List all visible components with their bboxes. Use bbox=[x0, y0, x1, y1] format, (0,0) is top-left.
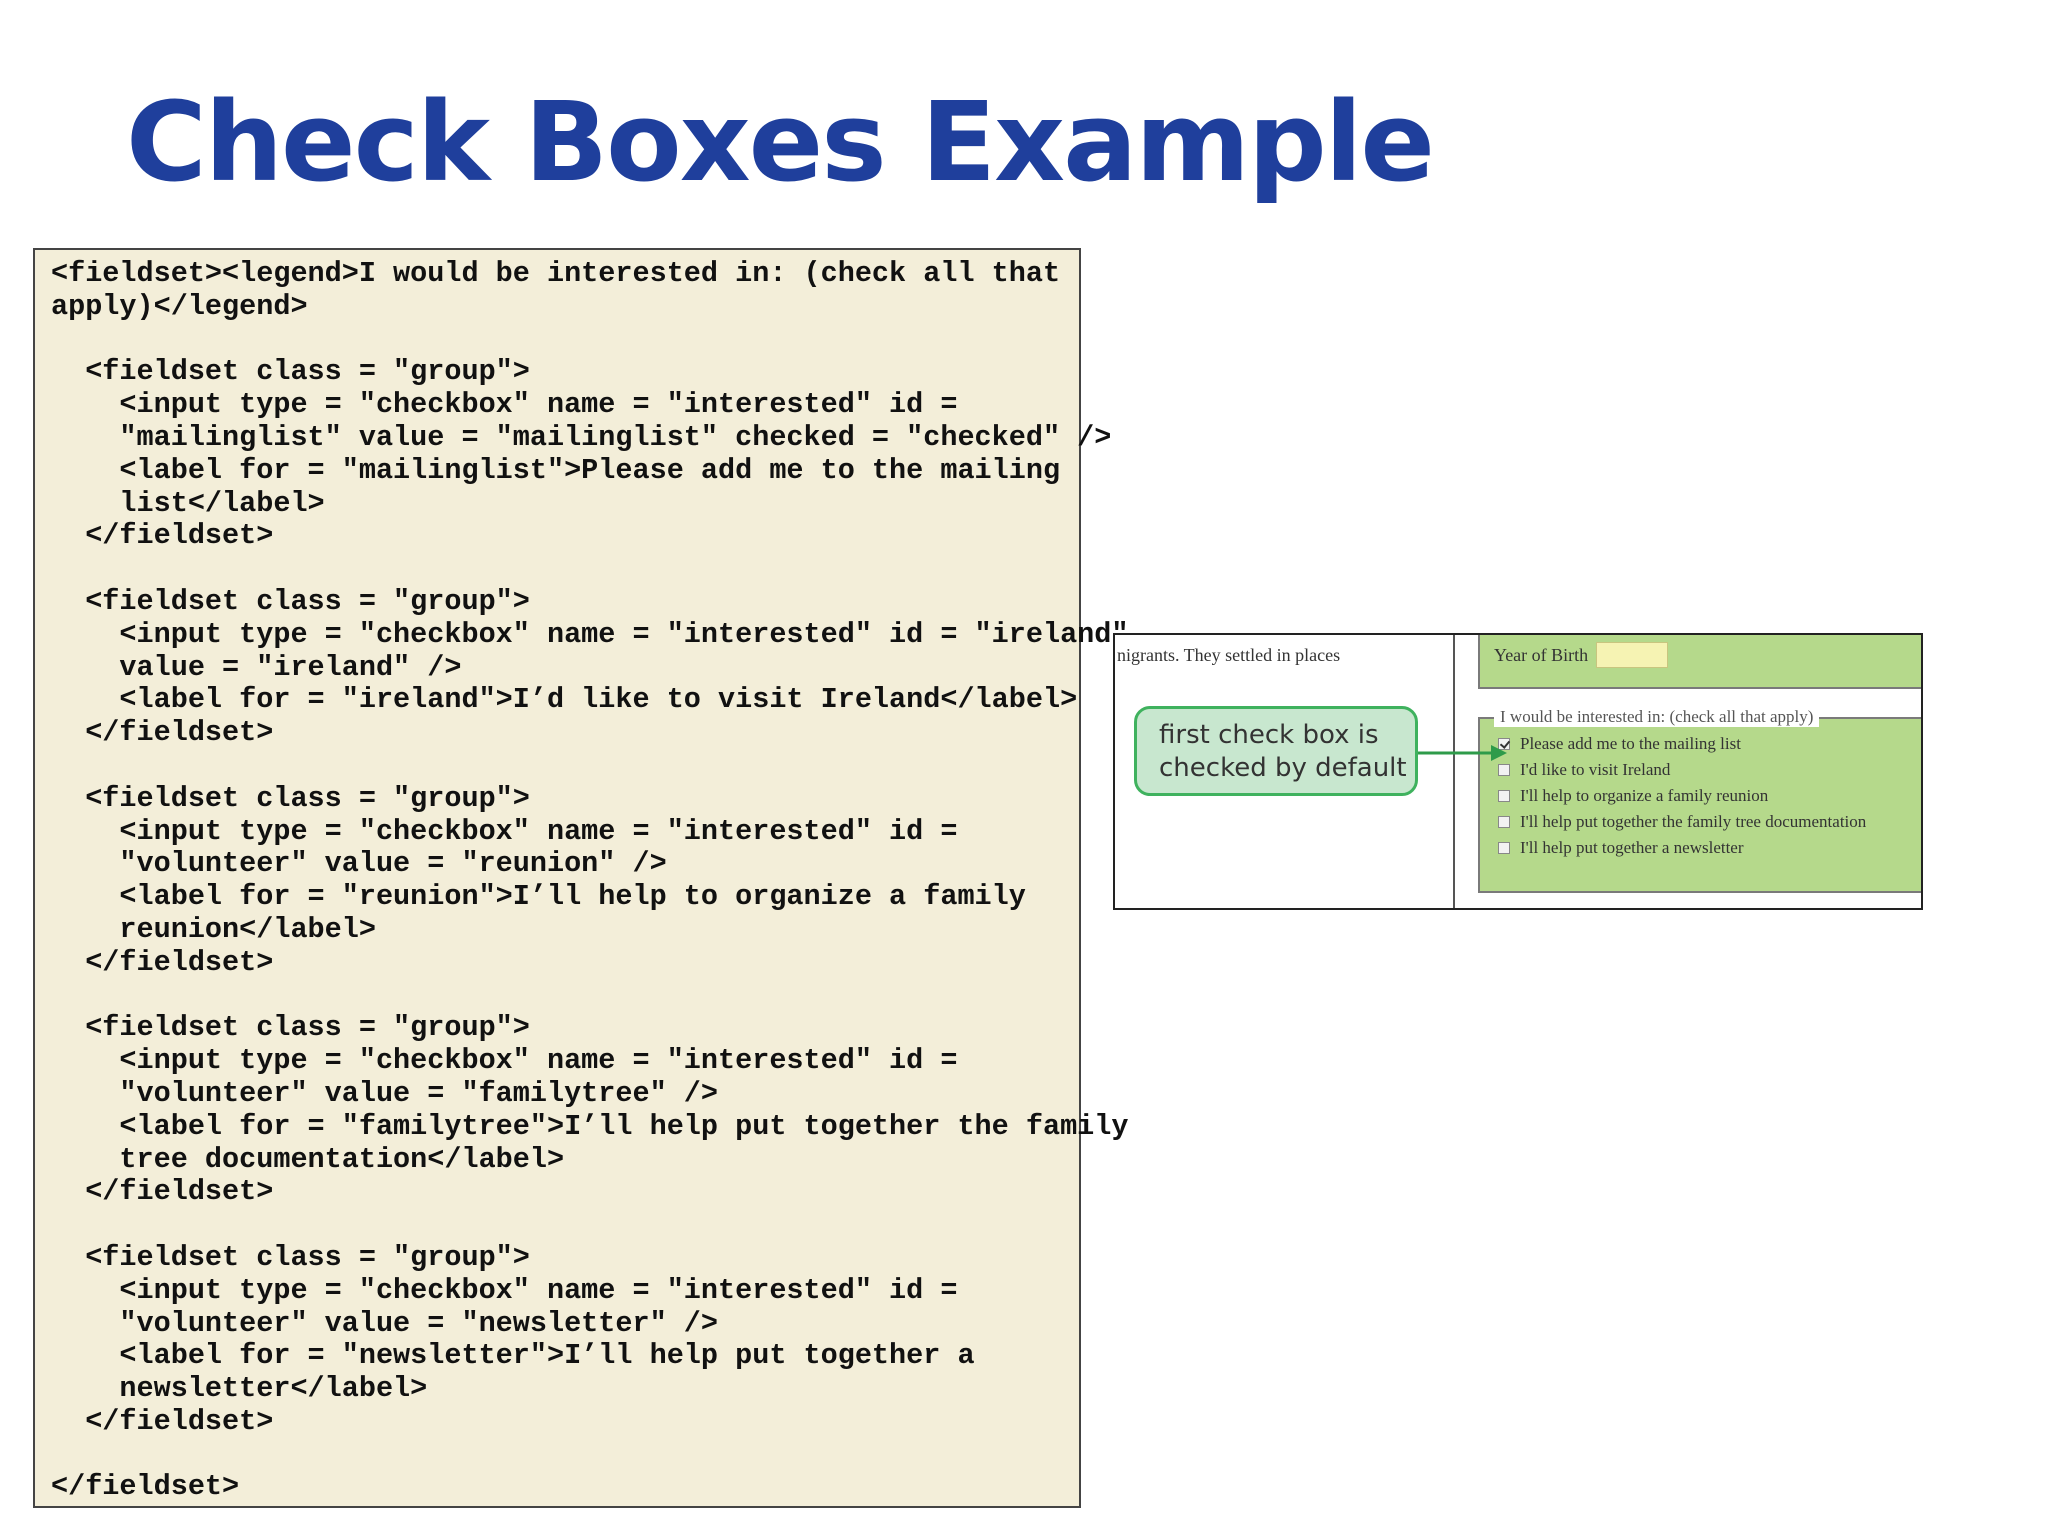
checkbox-label: Please add me to the mailing list bbox=[1520, 734, 1741, 753]
checkbox-label: I'd like to visit Ireland bbox=[1520, 760, 1671, 779]
interests-legend: I would be interested in: (check all tha… bbox=[1494, 707, 1820, 727]
code-line: </fieldset> bbox=[51, 1175, 274, 1209]
code-line: <label for = "newsletter">I’ll help put … bbox=[51, 1339, 975, 1373]
code-line bbox=[51, 324, 1079, 357]
code-line: "mailinglist" value = "mailinglist" chec… bbox=[51, 420, 1112, 454]
code-line bbox=[51, 1439, 1079, 1472]
code-line: apply)</legend> bbox=[51, 289, 308, 323]
checkbox-label: I'll help put together the family tree d… bbox=[1520, 812, 1867, 831]
code-line: <fieldset><legend>I would be interested … bbox=[51, 257, 1061, 290]
code-listing: <fieldset><legend>I would be interested … bbox=[33, 248, 1129, 1508]
code-line: newsletter</label> bbox=[51, 1372, 428, 1406]
code-line: <fieldset class = "group"> bbox=[51, 1240, 530, 1274]
code-line bbox=[51, 553, 1079, 586]
browser-preview: nigrants. They settled in places Year of… bbox=[1113, 633, 1923, 910]
slide-title: Check Boxes Example bbox=[126, 78, 1435, 206]
year-of-birth-label: Year of Birth bbox=[1494, 645, 1589, 665]
preview-year-panel: Year of Birth bbox=[1478, 635, 1921, 689]
checkbox[interactable] bbox=[1498, 764, 1510, 776]
code-line: <fieldset class = "group"> bbox=[51, 1011, 530, 1045]
code-line: <label for = "mailinglist">Please add me… bbox=[51, 453, 1061, 487]
code-line: <input type = "checkbox" name = "interes… bbox=[51, 1044, 958, 1078]
callout-line-2: checked by default bbox=[1159, 753, 1407, 783]
code-line: value = "ireland" /> bbox=[51, 650, 462, 684]
code-line: <fieldset class = "group"> bbox=[51, 781, 530, 815]
interests-fieldset: I would be interested in: (check all tha… bbox=[1478, 707, 1921, 893]
code-line: list</label> bbox=[51, 486, 325, 520]
code-line bbox=[51, 980, 1079, 1013]
checkbox[interactable] bbox=[1498, 790, 1510, 802]
code-line: reunion</label> bbox=[51, 912, 376, 946]
code-line: <input type = "checkbox" name = "interes… bbox=[51, 617, 1129, 651]
code-line: <label for = "reunion">I’ll help to orga… bbox=[51, 880, 1026, 914]
code-line: </fieldset> bbox=[51, 1470, 240, 1504]
code-line: "volunteer" value = "newsletter" /> bbox=[51, 1306, 719, 1340]
code-line: </fieldset> bbox=[51, 1404, 274, 1438]
code-line: <label for = "ireland">I’d like to visit… bbox=[51, 683, 1078, 717]
year-of-birth-input[interactable] bbox=[1596, 642, 1668, 668]
code-line: "volunteer" value = "reunion" /> bbox=[51, 847, 667, 881]
code-line: <input type = "checkbox" name = "interes… bbox=[51, 1273, 958, 1307]
code-line bbox=[51, 1209, 1079, 1242]
code-line bbox=[51, 750, 1079, 783]
preview-checkbox-row[interactable]: I'll help put together the family tree d… bbox=[1498, 809, 1866, 835]
code-line: </fieldset> bbox=[51, 945, 274, 979]
checkbox-label: I'll help put together a newsletter bbox=[1520, 838, 1744, 857]
preview-column-divider bbox=[1453, 635, 1455, 908]
checkbox-label: I'll help to organize a family reunion bbox=[1520, 786, 1769, 805]
preview-checkbox-row[interactable]: Please add me to the mailing list bbox=[1498, 731, 1741, 757]
code-line: <input type = "checkbox" name = "interes… bbox=[51, 814, 958, 848]
code-line: <fieldset class = "group"> bbox=[51, 584, 530, 618]
code-line: </fieldset> bbox=[51, 716, 274, 750]
preview-checkbox-row[interactable]: I'd like to visit Ireland bbox=[1498, 757, 1670, 783]
code-line: <input type = "checkbox" name = "interes… bbox=[51, 388, 958, 422]
callout-arrow-head bbox=[1491, 745, 1507, 761]
checked-checkbox[interactable] bbox=[1498, 738, 1510, 750]
code-line: </fieldset> bbox=[51, 519, 274, 553]
preview-checkbox-row[interactable]: I'll help to organize a family reunion bbox=[1498, 783, 1768, 809]
preview-body-text: nigrants. They settled in places bbox=[1117, 645, 1341, 665]
preview-checkbox-row[interactable]: I'll help put together a newsletter bbox=[1498, 835, 1744, 861]
checkbox[interactable] bbox=[1498, 842, 1510, 854]
callout-arrow bbox=[1418, 745, 1507, 761]
code-line: <label for = "familytree">I’ll help put … bbox=[51, 1109, 1129, 1143]
code-line: <fieldset class = "group"> bbox=[51, 355, 530, 389]
callout-line-1: first check box is bbox=[1159, 720, 1379, 750]
checkbox[interactable] bbox=[1498, 816, 1510, 828]
code-line: "volunteer" value = "familytree" /> bbox=[51, 1076, 719, 1110]
code-line: tree documentation</label> bbox=[51, 1142, 565, 1176]
callout-bubble: first check box is checked by default bbox=[1134, 706, 1418, 796]
